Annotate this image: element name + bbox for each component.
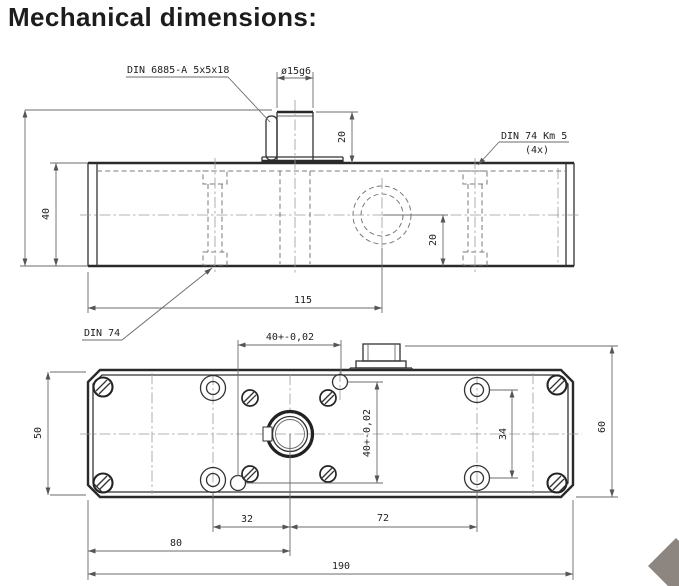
- dim-label-overall-length: 190: [332, 561, 350, 572]
- ring-holes: [199, 374, 491, 494]
- dim-label-shaft-diameter: ø15g6: [281, 66, 311, 77]
- pin-hole-top: [331, 373, 349, 391]
- callout-key-spec: DIN 6885-A 5x5x18: [127, 65, 229, 76]
- counterbore-right: [462, 158, 488, 274]
- side-view-drawing: ø15g6 20 40 115 20 DIN 6885-A 5x5x18 DIN…: [20, 65, 580, 341]
- pin-hole-bottom: [229, 474, 247, 492]
- dim-label-shaft-height: 20: [337, 131, 348, 143]
- dim-label-32: 32: [241, 514, 253, 525]
- callout-tap-qty: (4x): [525, 145, 549, 156]
- shaft-cap: [349, 343, 413, 371]
- dim-label-body-height: 40: [41, 208, 52, 220]
- dim-label-72: 72: [377, 513, 389, 524]
- dim-label-center-offset: 20: [428, 234, 439, 246]
- page-title: Mechanical dimensions:: [8, 2, 318, 32]
- corner-screws: [92, 374, 568, 494]
- counterbore-left: [202, 158, 228, 274]
- dim-label-80: 80: [170, 538, 182, 549]
- center-screws: [241, 389, 337, 483]
- dim-label-plate-height: 50: [33, 427, 44, 439]
- callout-tap-spec: DIN 74 Km 5: [501, 131, 567, 142]
- dim-label-center-distance: 115: [294, 295, 312, 306]
- dim-label-pin-spacing-vertical: 40+-0,02: [362, 409, 373, 457]
- shaft-and-key: [261, 100, 344, 273]
- callout-countersink-spec: DIN 74: [84, 328, 120, 339]
- dim-label-pin-spacing-horizontal: 40+-0,02: [266, 332, 314, 343]
- bottom-view-drawing: 40+-0,02 40+-0,02 34 50 60 32 72: [33, 332, 618, 580]
- dim-label-overall-height: 60: [597, 421, 608, 433]
- dim-label-ring-hole-spacing: 34: [498, 428, 509, 440]
- corner-diamond-decoration: [648, 538, 679, 586]
